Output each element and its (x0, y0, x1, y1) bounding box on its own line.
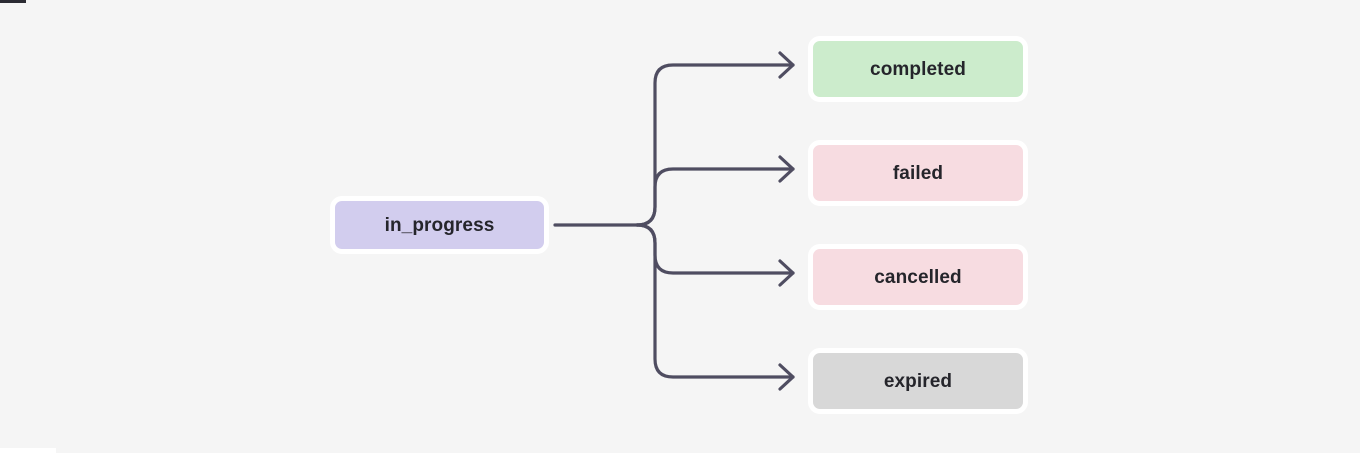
node-in-progress[interactable]: in_progress (330, 196, 549, 254)
node-expired-label: expired (883, 370, 953, 392)
node-completed-label: completed (870, 58, 966, 80)
arrowhead-failed-icon (778, 155, 795, 183)
node-in-progress-label: in_progress (384, 214, 495, 236)
arrowhead-expired-icon (778, 363, 795, 391)
arrowhead-cancelled-icon (778, 259, 795, 287)
edge-in_progress-expired (635, 223, 795, 379)
node-cancelled-label: cancelled (874, 266, 962, 288)
edge-in_progress-cancelled (635, 223, 795, 275)
edge-in_progress-failed (635, 167, 795, 227)
bottom-left-artifact-strip (0, 448, 56, 453)
node-cancelled[interactable]: cancelled (808, 244, 1028, 310)
node-failed[interactable]: failed (808, 140, 1028, 206)
node-expired[interactable]: expired (808, 348, 1028, 414)
node-completed[interactable]: completed (808, 36, 1028, 102)
edge-in_progress-completed (635, 63, 795, 227)
arrowhead-completed-icon (778, 51, 795, 79)
node-failed-label: failed (892, 162, 944, 184)
top-left-artifact-bar (0, 0, 26, 3)
